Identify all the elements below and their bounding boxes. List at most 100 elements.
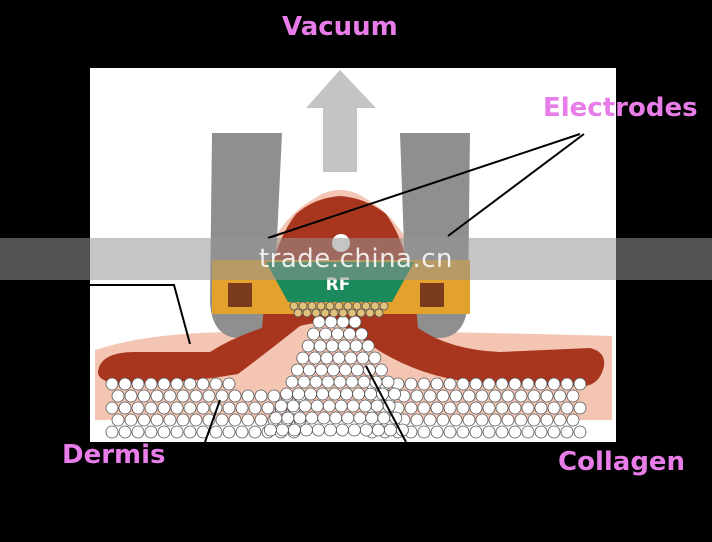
collagen-cell bbox=[170, 377, 184, 391]
collagen-cell bbox=[534, 377, 548, 391]
collagen-cell bbox=[495, 425, 509, 439]
collagen-cell bbox=[307, 327, 321, 341]
collagen-cell bbox=[443, 425, 457, 439]
collagen-cell bbox=[361, 301, 371, 311]
collagen-cell bbox=[423, 389, 437, 403]
collagen-cell bbox=[157, 401, 171, 415]
collagen-cell bbox=[456, 401, 470, 415]
collagen-cell bbox=[302, 363, 316, 377]
collagen-cell bbox=[443, 401, 457, 415]
collagen-cell bbox=[553, 413, 567, 427]
collagen-cell bbox=[118, 401, 132, 415]
collagen-cell bbox=[131, 377, 145, 391]
collagen-cell bbox=[329, 411, 343, 425]
collagen-cell bbox=[118, 425, 132, 439]
collagen-cell bbox=[157, 377, 171, 391]
collagen-cell bbox=[566, 413, 580, 427]
leader-collagen bbox=[365, 365, 407, 443]
collagen-cell bbox=[314, 363, 328, 377]
collagen-cell bbox=[347, 308, 357, 318]
collagen-cell bbox=[482, 377, 496, 391]
collagen-cell bbox=[417, 401, 431, 415]
collagen-cell bbox=[350, 363, 364, 377]
collagen-cell bbox=[364, 387, 378, 401]
collagen-cell bbox=[337, 339, 351, 353]
collagen-cell bbox=[527, 389, 541, 403]
collagen-cell bbox=[521, 377, 535, 391]
collagen-cell bbox=[316, 301, 326, 311]
collagen-cell bbox=[293, 411, 307, 425]
collagen-cell bbox=[462, 389, 476, 403]
collagen-cell bbox=[338, 308, 348, 318]
collagen-cell bbox=[508, 401, 522, 415]
collagen-cell bbox=[540, 413, 554, 427]
collagen-cell bbox=[170, 401, 184, 415]
collagen-cell bbox=[302, 308, 312, 318]
collagen-cell bbox=[325, 301, 335, 311]
collagen-cell bbox=[495, 377, 509, 391]
collagen-cell bbox=[209, 425, 223, 439]
collagen-cell bbox=[560, 425, 574, 439]
collagen-cell bbox=[308, 351, 322, 365]
collagen-cell bbox=[352, 387, 366, 401]
collagen-cell bbox=[332, 351, 346, 365]
collagen-cell bbox=[404, 377, 418, 391]
collagen-cell bbox=[553, 389, 567, 403]
collagen-cell bbox=[325, 339, 339, 353]
vacuum-arrow bbox=[306, 70, 376, 172]
collagen-cell bbox=[374, 308, 384, 318]
collagen-cell bbox=[521, 401, 535, 415]
conductor-pad-left bbox=[228, 283, 252, 307]
collagen-cell bbox=[189, 389, 203, 403]
collagen-cell bbox=[449, 389, 463, 403]
collagen-cell bbox=[275, 423, 289, 437]
collagen-cell bbox=[304, 387, 318, 401]
collagen-cell bbox=[290, 363, 304, 377]
collagen-cell bbox=[328, 387, 342, 401]
collagen-cell bbox=[316, 387, 330, 401]
collagen-cell bbox=[254, 413, 268, 427]
collagen-cell bbox=[286, 399, 300, 413]
collagen-cell bbox=[241, 413, 255, 427]
collagen-cell bbox=[267, 389, 281, 403]
collagen-cell bbox=[540, 389, 554, 403]
collagen-cell bbox=[482, 425, 496, 439]
collagen-cell bbox=[222, 425, 236, 439]
collagen-cell bbox=[345, 375, 359, 389]
leader-skin bbox=[90, 284, 191, 345]
dermis-label: Dermis bbox=[62, 440, 166, 470]
collagen-cell bbox=[293, 308, 303, 318]
collagen-cell bbox=[566, 389, 580, 403]
collagen-cell bbox=[287, 423, 301, 437]
collagen-cell bbox=[163, 389, 177, 403]
collagen-cell bbox=[150, 389, 164, 403]
collagen-cell bbox=[248, 425, 262, 439]
collagen-cell bbox=[248, 401, 262, 415]
collagen-cell bbox=[495, 401, 509, 415]
collagen-cell bbox=[281, 411, 295, 425]
collagen-cell bbox=[370, 301, 380, 311]
collagen-cell bbox=[368, 351, 382, 365]
collagen-cell bbox=[349, 339, 363, 353]
collagen-cell bbox=[475, 389, 489, 403]
collagen-cell bbox=[404, 401, 418, 415]
collagen-cell bbox=[215, 389, 229, 403]
collagen-cell bbox=[333, 375, 347, 389]
collagen-cell bbox=[299, 423, 313, 437]
collagen-cell bbox=[323, 423, 337, 437]
collagen-cell bbox=[374, 363, 388, 377]
collagen-cell bbox=[320, 351, 334, 365]
collagen-cell bbox=[527, 413, 541, 427]
collagen-cell bbox=[371, 423, 385, 437]
collagen-cell bbox=[348, 315, 362, 329]
collagen-cell bbox=[326, 363, 340, 377]
collagen-cell bbox=[343, 301, 353, 311]
collagen-cell bbox=[361, 339, 375, 353]
collagen-cell bbox=[383, 423, 397, 437]
collagen-cell bbox=[176, 389, 190, 403]
collagen-cell bbox=[296, 351, 310, 365]
collagen-cell bbox=[388, 387, 402, 401]
collagen-cell bbox=[157, 425, 171, 439]
collagen-cell bbox=[137, 413, 151, 427]
collagen-cell bbox=[456, 425, 470, 439]
